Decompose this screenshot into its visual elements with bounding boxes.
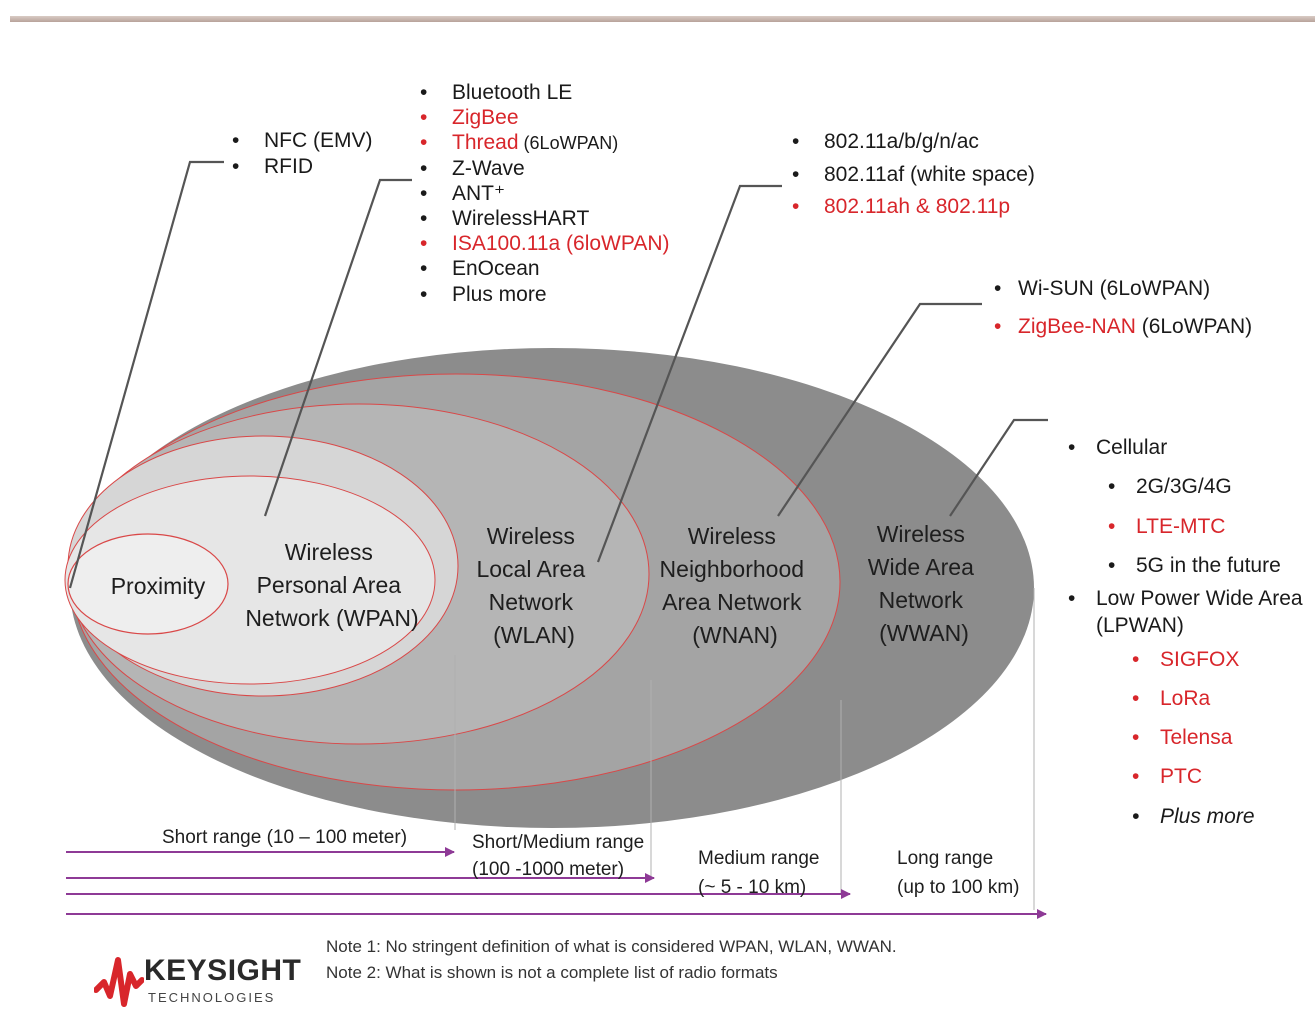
list-item: WirelessHART	[412, 206, 670, 231]
logo-wordmark: KEYSIGHT	[144, 954, 302, 987]
list-item: Plus more	[1060, 797, 1303, 837]
list-item: Wi-SUN (6LoWPAN)	[986, 270, 1252, 308]
label-wwan: Wireless Wide Area Network (WWAN)	[868, 521, 981, 646]
list-item: NFC (EMV)	[224, 128, 373, 155]
wpan-tech-list: Bluetooth LE ZigBee Thread (6LoWPAN) Z-W…	[412, 80, 670, 307]
footnotes: Note 1: No stringent definition of what …	[326, 934, 897, 987]
proximity-tech-list: NFC (EMV) RFID	[224, 128, 373, 181]
wwan-tech-list: Cellular 2G/3G/4G LTE-MTC 5G in the futu…	[1060, 428, 1303, 836]
label-wpan: Wireless Personal Area Network (WPAN)	[245, 539, 418, 631]
list-item: 802.11af (white space)	[784, 159, 1035, 192]
list-item: Z-Wave	[412, 156, 670, 181]
ellipse-proximity	[67, 533, 229, 635]
list-item: 802.11a/b/g/n/ac	[784, 126, 1035, 159]
logo-subtitle: TECHNOLOGIES	[148, 990, 276, 1005]
list-item: EnOcean	[412, 256, 670, 281]
wnan-tech-list: Wi-SUN (6LoWPAN) ZigBee-NAN (6LoWPAN)	[986, 270, 1252, 346]
label-wnan: Wireless Neighborhood Area Network (WNAN…	[660, 523, 811, 648]
keysight-wave-icon	[94, 957, 144, 1007]
list-item: ISA100.11a (6loWPAN)	[412, 231, 670, 256]
label-wlan: Wireless Local Area Network (WLAN)	[476, 523, 591, 648]
keysight-logo: KEYSIGHT TECHNOLOGIES	[94, 952, 324, 1012]
leader-line-wpan	[263, 178, 412, 517]
list-item: Telensa	[1060, 718, 1303, 758]
list-item: ANT⁺	[412, 181, 670, 206]
list-item: SIGFOX	[1060, 640, 1303, 680]
list-item: 2G/3G/4G	[1060, 467, 1303, 507]
leader-line-wnan	[777, 302, 982, 517]
range-label-short-medium: Short/Medium range (100 -1000 meter)	[472, 832, 649, 880]
range-label-long: Long range (up to 100 km)	[897, 848, 1020, 898]
list-item: 802.11ah & 802.11p	[784, 191, 1035, 224]
note-1: Note 1: No stringent definition of what …	[326, 937, 897, 956]
list-item: Bluetooth LE	[412, 80, 670, 105]
leader-line-wlan	[596, 184, 782, 563]
list-item: (LPWAN)	[1096, 614, 1184, 638]
list-item: Plus more	[412, 282, 670, 307]
list-item: Thread (6LoWPAN)	[412, 130, 670, 155]
range-label-short: Short range (10 – 100 meter)	[162, 827, 407, 848]
list-item: Low Power Wide Area	[1060, 585, 1303, 613]
top-rule	[10, 16, 1315, 22]
leader-line-proximity	[68, 160, 224, 589]
list-item: PTC	[1060, 757, 1303, 797]
range-label-medium: Medium range (~ 5 - 10 km)	[698, 848, 825, 898]
list-item: RFID	[224, 154, 373, 181]
note-2: Note 2: What is shown is not a complete …	[326, 963, 778, 983]
list-item: LoRa	[1060, 679, 1303, 719]
leader-line-wwan	[949, 418, 1048, 517]
wlan-tech-list: 802.11a/b/g/n/ac 802.11af (white space) …	[784, 126, 1035, 224]
list-item: Cellular	[1060, 428, 1303, 468]
list-item: ZigBee	[412, 105, 670, 130]
list-item: 5G in the future	[1060, 546, 1303, 586]
label-proximity: Proximity	[111, 573, 206, 599]
list-item: ZigBee-NAN (6LoWPAN)	[986, 308, 1252, 346]
list-item: LTE-MTC	[1060, 507, 1303, 547]
